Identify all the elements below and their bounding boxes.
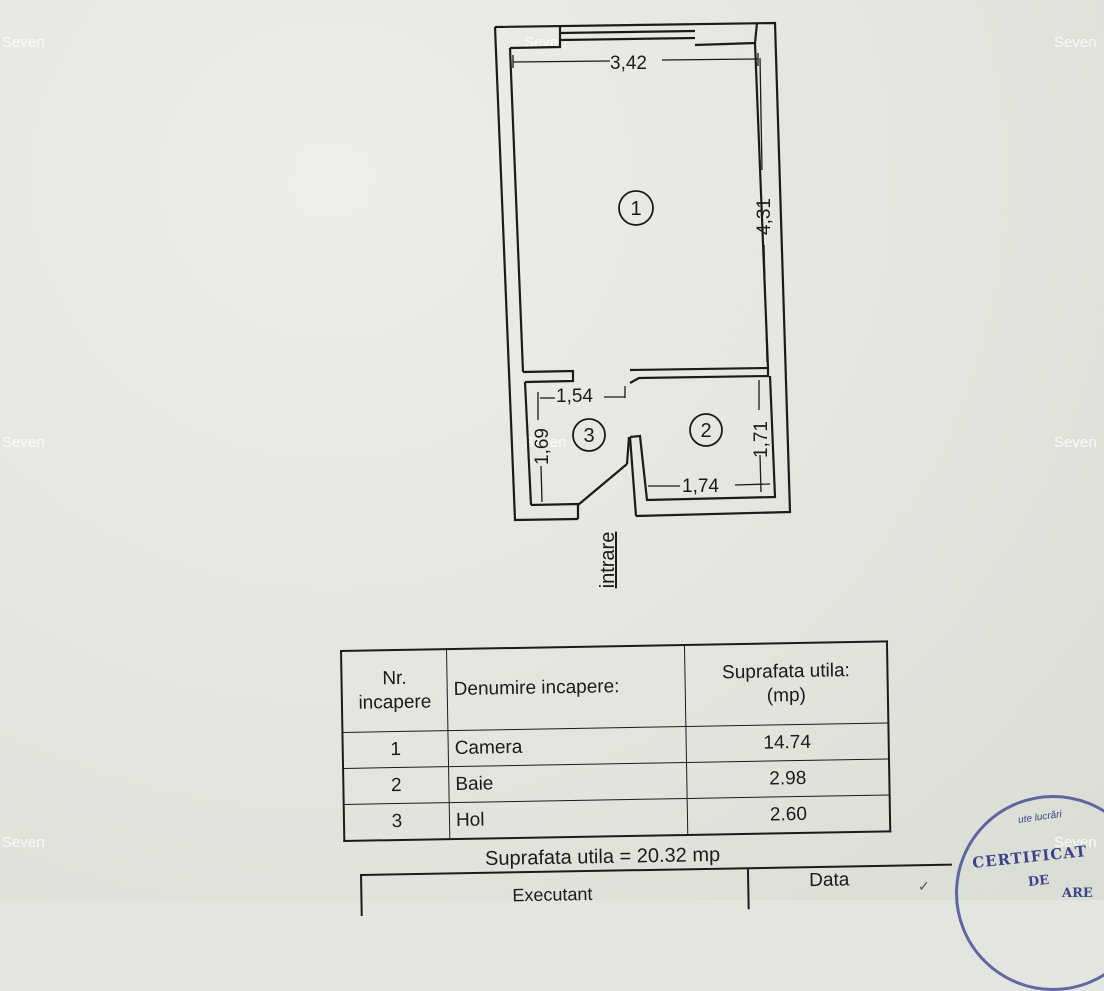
header-area: Suprafata utila: (mp) [684,641,889,727]
rooms-table-wrap: Nr. incapere Denumire incapere: Suprafat… [340,640,893,842]
floor-plan: 3,42 4,31 1,54 1,69 1,71 1,74 1 2 3 [493,21,792,522]
dimension-labels: 3,42 4,31 1,54 1,69 1,71 1,74 [532,53,775,497]
watermark: Seven [1054,434,1097,451]
entrance-label: intrare [597,531,619,589]
bath-wall [629,375,777,502]
cell-name: Hol [449,798,688,840]
header-nr: Nr. incapere [341,649,448,733]
header-name: Denumire incapere: [446,644,686,731]
dim-bath-length: 1,71 [751,421,772,458]
inner-wall [509,27,562,50]
room-number-1: 1 [630,198,641,220]
cell-nr: 1 [342,730,449,769]
header-area-line2: (mp) [766,684,807,707]
dim-bath-width: 1,74 [682,476,719,497]
footer-table: Executant Data [360,863,953,916]
pen-mark-icon: ✓ [918,878,930,894]
window-line [559,36,696,42]
scanned-paper [0,0,1104,900]
rooms-table: Nr. incapere Denumire incapere: Suprafat… [340,640,892,842]
data-label: Data [809,869,850,892]
table-header-row: Nr. incapere Denumire incapere: Suprafat… [341,641,889,733]
header-area-line1: Suprafata utila: [721,660,851,684]
room-number-circle [689,413,723,447]
watermark: Seven [2,834,45,851]
watermark: Seven [1054,34,1097,51]
cell-name: Baie [448,762,688,803]
cell-name: Camera [447,726,687,767]
room-number-circle [618,190,654,226]
executant-label: Executant [512,883,593,906]
cell-area: 2.60 [687,794,891,835]
inner-wall [530,502,580,519]
window-line [559,29,696,35]
cell-nr: 3 [343,802,450,841]
inner-wall [508,47,525,373]
stamp-text-line3: ARE [1062,886,1093,901]
watermark: Seven [2,34,45,51]
door-leaf [577,463,628,506]
cell-area: 2.98 [686,758,890,799]
door-jamb [625,436,631,465]
partition-wall [629,366,770,384]
watermark: Seven [524,434,567,451]
room-number-2: 2 [700,420,711,442]
watermark: Seven [2,434,45,451]
bath-wall [628,436,638,517]
room-number-3: 3 [583,425,594,447]
header-nr-line2: incapere [358,691,432,714]
dim-room1-width: 3,42 [610,53,647,74]
dim-hall-width: 1,54 [556,386,593,407]
total-area: Suprafata utila = 20.32 mp [484,843,721,871]
dim-hall-length: 1,69 [532,428,553,465]
inner-wall [694,22,759,47]
header-nr-line1: Nr. [382,667,407,690]
partition-wall [522,369,575,384]
outer-wall [494,21,792,518]
dim-room1-length: 4,31 [754,198,775,235]
room-number-circle [572,418,606,452]
cell-nr: 2 [343,766,450,805]
stamp-text-de: DE [1027,872,1050,891]
inner-wall [523,381,533,506]
cell-area: 14.74 [685,722,889,763]
outer-wall [493,26,579,522]
